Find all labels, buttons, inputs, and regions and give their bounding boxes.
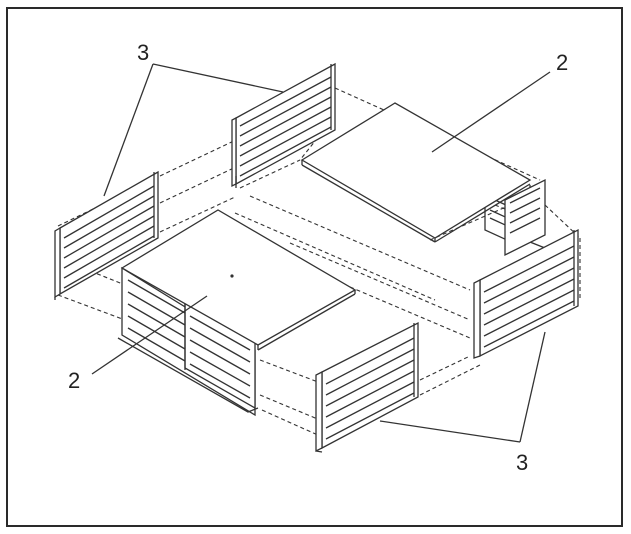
panel-top-left xyxy=(54,170,159,300)
panel-back xyxy=(231,62,336,188)
panel-front-bottom xyxy=(315,321,419,453)
callout-label-platform-bottom-left: 2 xyxy=(68,368,80,393)
leader-lines xyxy=(91,63,551,443)
callout-label-platform-top-right: 2 xyxy=(556,50,568,75)
callout-label-panels-top-left: 3 xyxy=(137,40,149,65)
platform-top-right xyxy=(300,102,546,257)
panel-right xyxy=(473,228,579,359)
callout-label-panels-bottom-right: 3 xyxy=(516,450,528,475)
